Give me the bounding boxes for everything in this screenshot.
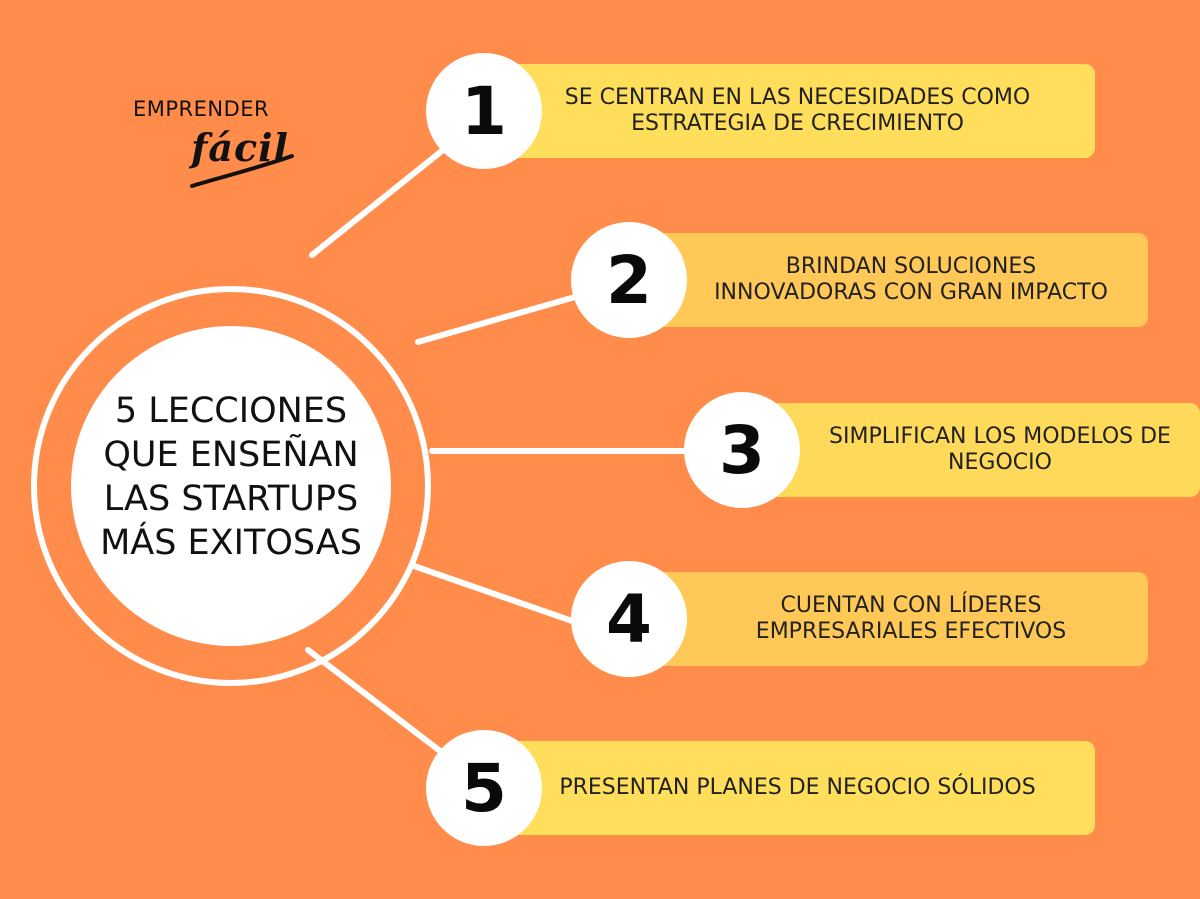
lesson-3-number-badge: 3 [684,392,800,508]
lesson-5-number-badge: 5 [426,730,542,846]
brand-logo: EMPRENDER fácil [133,97,303,197]
connector-2 [415,294,578,345]
lesson-2-banner: BRINDAN SOLUCIONES INNOVADORAS CON GRAN … [631,233,1148,327]
lesson-2-number-badge: 2 [571,222,687,338]
hub-ring [31,286,431,686]
lesson-2-number: 2 [606,241,652,319]
connector-4 [411,563,578,625]
lesson-5-number: 5 [461,749,507,827]
lesson-5-text: PRESENTAN PLANES DE NEGOCIO SÓLIDOS [559,775,1036,800]
connector-5 [305,647,451,760]
lesson-4-number-badge: 4 [571,561,687,677]
connector-1 [309,143,451,258]
brand-line-1: EMPRENDER [133,97,270,121]
lesson-1-number-badge: 1 [426,53,542,169]
hub-circle: 5 LECCIONES QUE ENSEÑAN LAS STARTUPS MÁS… [71,326,391,646]
lesson-4-text: CUENTAN CON LÍDERES EMPRESARIALES EFECTI… [755,593,1067,644]
hub-title: 5 LECCIONES QUE ENSEÑAN LAS STARTUPS MÁS… [100,391,362,563]
lesson-1-number: 1 [461,72,507,150]
lesson-4-number: 4 [606,580,652,658]
lesson-3-number: 3 [719,411,765,489]
brand-swoosh-icon [190,154,294,188]
lesson-5-banner: PRESENTAN PLANES DE NEGOCIO SÓLIDOS [485,741,1095,835]
lesson-1-text: SE CENTRAN EN LAS NECESIDADES COMO ESTRA… [564,85,1031,136]
lesson-3-text: SIMPLIFICAN LOS MODELOS DE NEGOCIO [829,424,1171,475]
lesson-1-banner: SE CENTRAN EN LAS NECESIDADES COMO ESTRA… [485,64,1095,158]
lesson-4-banner: CUENTAN CON LÍDERES EMPRESARIALES EFECTI… [631,572,1148,666]
lesson-3-banner: SIMPLIFICAN LOS MODELOS DE NEGOCIO [744,403,1200,497]
lesson-2-text: BRINDAN SOLUCIONES INNOVADORAS CON GRAN … [714,254,1108,305]
